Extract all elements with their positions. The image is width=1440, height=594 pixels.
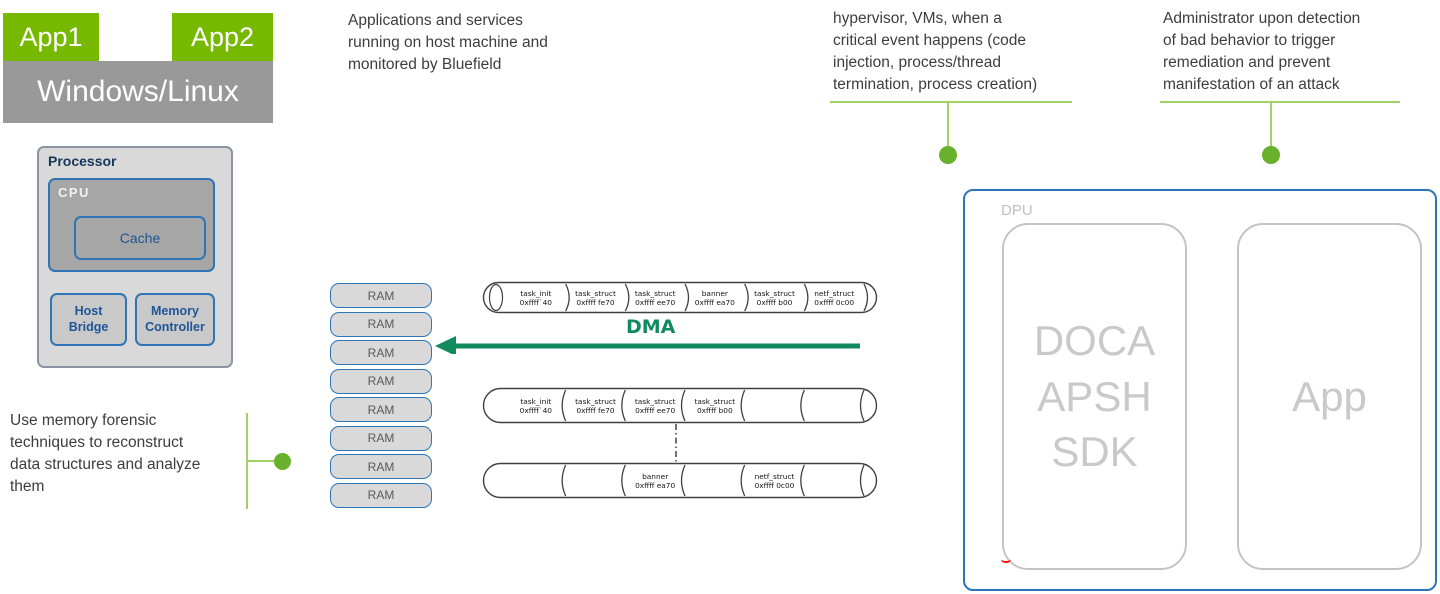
struct-addr-label: 0xffff fe70 bbox=[576, 298, 614, 307]
struct-name-label: task_struct bbox=[754, 289, 795, 298]
ram-stack: RAM RAM RAM RAM RAM RAM RAM RAM bbox=[330, 283, 432, 511]
os-box: Windows/Linux bbox=[3, 61, 273, 123]
cache-box: Cache bbox=[74, 216, 206, 260]
ram-label: RAM bbox=[367, 459, 395, 474]
ram-label: RAM bbox=[367, 345, 395, 360]
struct-name-label: task_struct bbox=[635, 289, 676, 298]
ram-box: RAM bbox=[330, 397, 432, 422]
top-middle-note: hypervisor, VMs, when a critical event h… bbox=[833, 10, 1038, 93]
host-bridge-label: Host Bridge bbox=[68, 303, 109, 334]
top-right-callout-line bbox=[1270, 103, 1272, 147]
ram-label: RAM bbox=[367, 402, 395, 417]
struct-name-label: task_struct bbox=[575, 289, 616, 298]
dpu-app-box: App bbox=[1237, 223, 1422, 570]
ram-box: RAM bbox=[330, 454, 432, 479]
top-middle-underline bbox=[830, 101, 1072, 103]
bottom-left-note: Use memory forensic techniques to recons… bbox=[10, 412, 201, 495]
chain-connector-line bbox=[675, 424, 677, 463]
struct-name-label: task_init bbox=[520, 289, 551, 298]
ram-label: RAM bbox=[367, 288, 395, 303]
struct-addr-label: 0xffff 0c00 bbox=[755, 481, 795, 490]
top-middle-callout-dot bbox=[939, 146, 957, 164]
struct-addr-label: 0xffff 0c00 bbox=[814, 298, 854, 307]
app1-label: App1 bbox=[19, 21, 83, 52]
app2-label: App2 bbox=[190, 21, 255, 52]
bottom-left-callout-dot bbox=[274, 453, 291, 470]
struct-addr-label: 0xffff ee70 bbox=[635, 406, 675, 415]
struct-name-label: task_struct bbox=[635, 397, 676, 406]
ram-box: RAM bbox=[330, 425, 432, 451]
ram-label: RAM bbox=[367, 374, 395, 388]
struct-addr-label: 0xffff fe70 bbox=[576, 406, 614, 415]
struct-name-label: netf_struct bbox=[755, 472, 795, 481]
ram-box: RAM bbox=[330, 311, 432, 337]
doca-apsh-sdk-label: DOCA APSH SDK bbox=[1033, 317, 1156, 476]
struct-name-label: banner bbox=[642, 472, 669, 481]
ram-box: RAM bbox=[330, 482, 432, 508]
dma-arrow: DMA bbox=[435, 316, 860, 354]
cpu-box: CPU Cache bbox=[48, 178, 215, 272]
host-bridge-box: Host Bridge bbox=[50, 293, 127, 346]
red-mark-artifact bbox=[1001, 556, 1011, 563]
os-label: Windows/Linux bbox=[37, 75, 239, 108]
struct-addr-label: 0xffff ee70 bbox=[635, 298, 675, 307]
struct-addr-label: 0xffff`40 bbox=[520, 406, 553, 415]
bottom-left-callout-bracket bbox=[246, 413, 248, 509]
struct-addr-label: 0xffff`40 bbox=[520, 298, 553, 307]
struct-addr-label: 0xffff b00 bbox=[757, 298, 793, 307]
top-right-underline bbox=[1160, 101, 1400, 103]
dma-arrowhead bbox=[435, 336, 456, 354]
top-right-note: Administrator upon detection of bad beha… bbox=[1163, 10, 1361, 93]
app1-box: App1 bbox=[3, 13, 99, 61]
struct-name-label: netf_struct bbox=[814, 289, 854, 298]
doca-apsh-sdk-box: DOCA APSH SDK bbox=[1002, 223, 1187, 570]
dpu-label: DPU bbox=[1001, 202, 1033, 219]
struct-addr-label: 0xffff ea70 bbox=[695, 298, 735, 307]
top-right-callout-dot bbox=[1262, 146, 1280, 164]
dpu-app-label: App bbox=[1292, 372, 1367, 420]
memory-controller-box: Memory Controller bbox=[135, 293, 215, 346]
bottom-left-callout-line bbox=[248, 460, 278, 462]
ram-label: RAM bbox=[367, 431, 395, 445]
struct-name-label: task_struct bbox=[575, 397, 616, 406]
memory-controller-label: Memory Controller bbox=[145, 303, 205, 334]
processor-box: Processor CPU Cache Host Bridge Memory C… bbox=[37, 146, 233, 368]
top-middle-callout-line bbox=[947, 103, 949, 147]
ram-label: RAM bbox=[367, 317, 395, 331]
ram-label: RAM bbox=[367, 488, 395, 502]
app2-box: App2 bbox=[172, 13, 273, 61]
cache-label: Cache bbox=[119, 230, 161, 246]
struct-name-label: banner bbox=[702, 289, 729, 298]
ram-box: RAM bbox=[330, 368, 432, 394]
struct-addr-label: 0xffff ea70 bbox=[635, 481, 675, 490]
struct-name-label: task_init bbox=[520, 397, 551, 406]
top-left-note: Applications and services running on hos… bbox=[348, 12, 548, 73]
ram-box: RAM bbox=[330, 283, 432, 308]
cpu-label: CPU bbox=[58, 185, 90, 200]
struct-addr-label: 0xffff b00 bbox=[697, 406, 733, 415]
struct-name-label: task_struct bbox=[694, 397, 735, 406]
dma-label: DMA bbox=[626, 316, 676, 338]
dpu-box: DPU DOCA APSH SDK App bbox=[963, 189, 1437, 591]
ram-box: RAM bbox=[330, 340, 432, 365]
processor-label: Processor bbox=[48, 153, 117, 169]
